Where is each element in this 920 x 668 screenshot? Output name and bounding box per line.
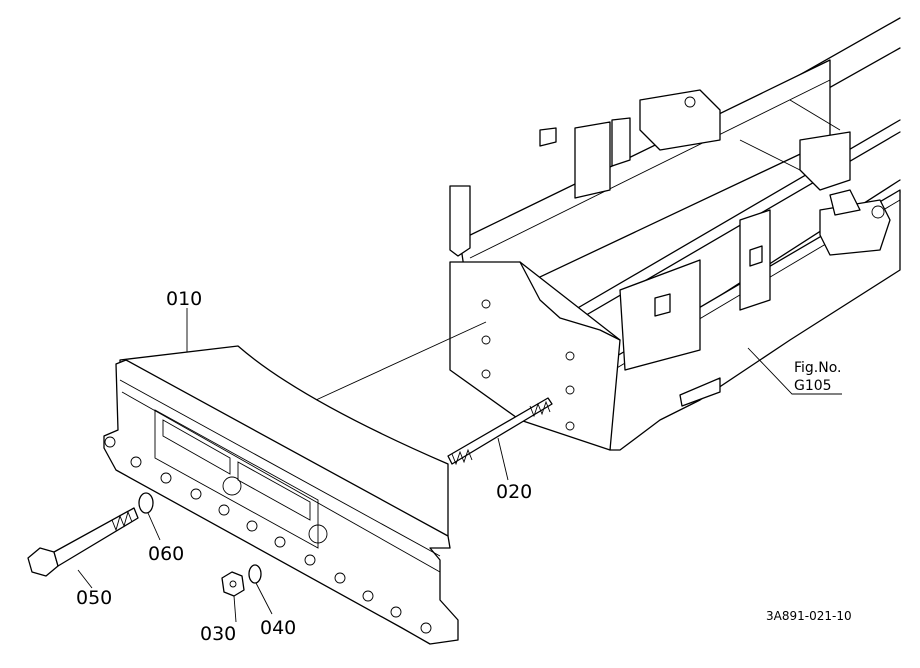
drawing-code: 3A891-021-10	[766, 609, 852, 623]
hex-nut-030	[221, 571, 245, 597]
label-020: 020	[496, 481, 532, 503]
figure-ref-line1: Fig.No.	[794, 360, 842, 376]
label-060: 060	[148, 543, 184, 565]
label-040: 040	[260, 617, 296, 639]
figure-ref-line2: G105	[794, 378, 832, 394]
lock-washer-040	[248, 564, 262, 584]
label-050: 050	[76, 587, 112, 609]
lock-washer-060	[138, 492, 154, 514]
leader-lines	[77, 308, 842, 623]
hex-bolt-050	[27, 507, 139, 577]
flange-holes	[104, 436, 432, 634]
assembly-centerline	[315, 321, 487, 401]
label-030: 030	[200, 623, 236, 645]
stud-bolt-020	[447, 397, 553, 466]
front-bracket-010	[103, 345, 459, 645]
tractor-frame	[449, 17, 901, 451]
label-010: 010	[166, 288, 202, 310]
